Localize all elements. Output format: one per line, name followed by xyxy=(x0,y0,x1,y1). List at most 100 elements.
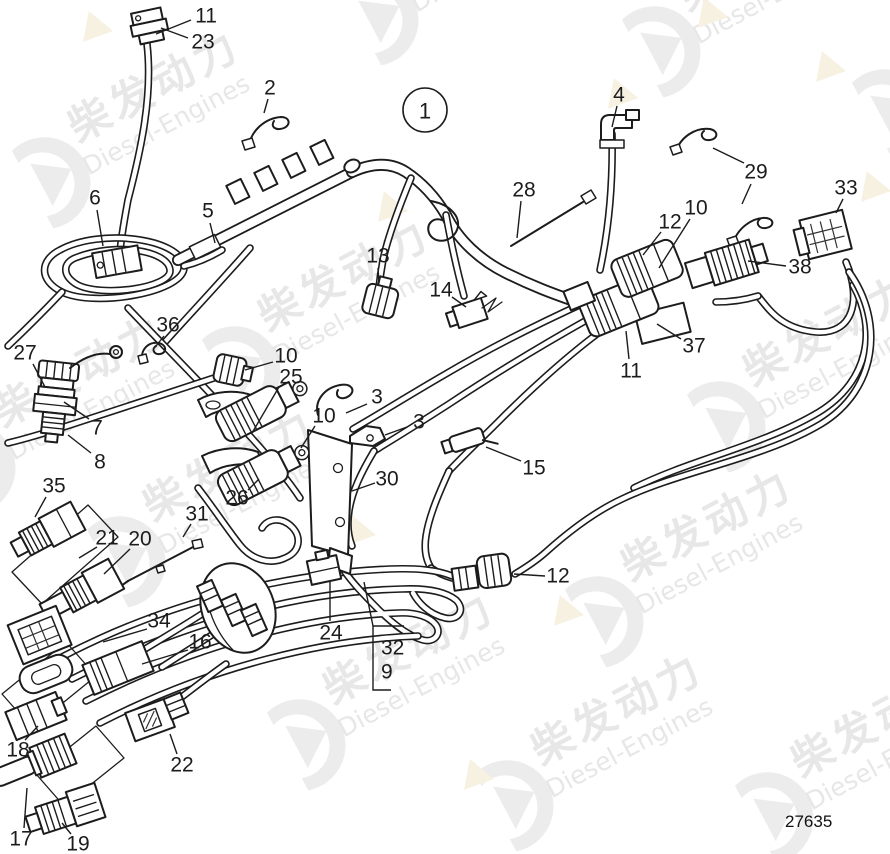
callout-label: 19 xyxy=(66,833,89,854)
leader-line xyxy=(251,386,280,434)
leader-line xyxy=(32,363,46,388)
callout-label: 10 xyxy=(274,345,297,368)
cable-clip xyxy=(248,116,290,147)
leader-line xyxy=(23,787,28,829)
watermark-triangle xyxy=(346,515,377,546)
callout-label: 17 xyxy=(9,828,32,851)
callout-label: 12 xyxy=(546,565,569,588)
leader-line xyxy=(244,361,274,371)
leader-line xyxy=(351,482,376,492)
callout-label: 10 xyxy=(312,405,335,428)
callout-label: 7 xyxy=(91,417,103,440)
callout-label: 31 xyxy=(185,503,208,526)
rail-tabs xyxy=(188,138,361,261)
callout-label: 5 xyxy=(202,200,214,223)
circle-d-logo xyxy=(474,760,554,852)
connector-10-left xyxy=(212,353,254,387)
callout-label: 6 xyxy=(89,187,101,210)
circle-d-logo xyxy=(339,0,419,66)
leader-line xyxy=(300,425,316,449)
clamp-15 xyxy=(440,427,499,455)
oil-pressure-sensor xyxy=(32,359,81,444)
leader-line xyxy=(102,628,148,643)
callout-label: 33 xyxy=(834,177,857,200)
balloon-label: 1 xyxy=(419,99,431,124)
leader-line xyxy=(642,231,662,256)
circle-d-logo xyxy=(285,725,327,769)
leader-line xyxy=(741,183,752,205)
sensor-19 xyxy=(24,781,107,835)
callout-label: 21 xyxy=(95,527,118,550)
watermark-triangle xyxy=(816,51,847,82)
harness-fittings xyxy=(0,6,853,835)
sensor-38 xyxy=(683,238,769,290)
sensor-17 xyxy=(0,732,78,787)
balloon-circle xyxy=(402,87,448,133)
leader-line xyxy=(747,260,787,267)
leader-line xyxy=(209,222,216,244)
connector-24 xyxy=(305,548,343,586)
leader-line xyxy=(625,330,630,360)
callout-label: 8 xyxy=(94,451,106,474)
callout-label: 30 xyxy=(375,468,398,491)
callout-label: 18 xyxy=(6,739,29,762)
callout-label: 22 xyxy=(170,754,193,777)
watermark-triangle xyxy=(464,759,495,790)
connector-12-right xyxy=(610,238,684,298)
valve-block xyxy=(197,380,353,575)
callout-label: 23 xyxy=(191,31,214,54)
circle-d-logo xyxy=(734,772,814,854)
cable-tie xyxy=(510,201,584,247)
callout-label: 26 xyxy=(225,487,248,510)
circle-d-logo xyxy=(30,163,72,207)
sensor-14 xyxy=(444,290,489,330)
leader-line xyxy=(658,218,691,269)
leader-line xyxy=(182,523,192,538)
coil-connector xyxy=(91,244,143,279)
leader-line xyxy=(363,581,374,627)
callout-label: 12 xyxy=(658,211,681,234)
watermark-triangle xyxy=(698,0,729,28)
leader-line xyxy=(835,198,844,214)
callout-label: 14 xyxy=(429,279,453,302)
callout-label: 27 xyxy=(13,342,36,365)
watermark-triangle xyxy=(554,595,585,626)
circle-d-logo xyxy=(493,786,535,830)
callout-label: 4 xyxy=(613,84,625,107)
leader-line xyxy=(67,434,92,454)
elbow-connector-4 xyxy=(599,109,640,149)
leader-line xyxy=(141,649,189,665)
callout-label: 37 xyxy=(682,335,705,358)
leader-line xyxy=(34,496,47,518)
sensor-35 xyxy=(9,500,87,558)
leader-line xyxy=(451,296,467,308)
leader-line xyxy=(155,19,192,35)
leader-line xyxy=(384,426,408,436)
callout-label: 20 xyxy=(128,528,151,551)
leader-line xyxy=(656,323,682,340)
leader-line xyxy=(513,573,546,577)
callout-label: 9 xyxy=(381,661,393,684)
multipin-connector xyxy=(6,604,73,666)
circle-d-logo xyxy=(86,516,166,608)
leader-line xyxy=(24,725,39,741)
watermark-triangle xyxy=(378,191,409,222)
callout-label: 32 xyxy=(381,637,404,660)
connector-12-bottom xyxy=(450,564,480,592)
callout-label: 35 xyxy=(42,475,65,498)
leader-line xyxy=(63,401,90,420)
circle-d-logo xyxy=(686,381,766,473)
leader-line xyxy=(160,27,189,39)
callout-label: 36 xyxy=(156,314,179,337)
leader-line xyxy=(78,546,98,559)
callout-label: 16 xyxy=(188,631,211,654)
circle-d-logo xyxy=(358,0,400,44)
inline-connector xyxy=(81,640,155,696)
callout-label: 28 xyxy=(512,179,535,202)
callout-label: 3 xyxy=(371,386,383,409)
leader-line xyxy=(61,822,72,835)
